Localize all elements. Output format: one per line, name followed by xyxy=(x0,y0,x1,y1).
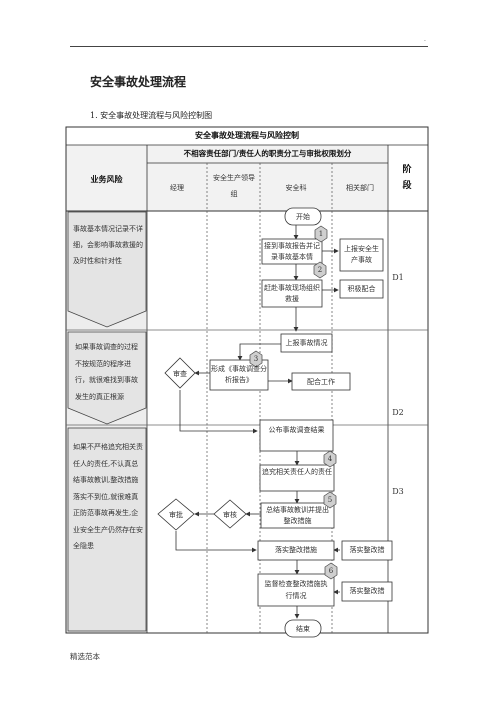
approve-decision xyxy=(157,498,195,531)
badge-number-1: 1 xyxy=(318,230,324,238)
stage-header: 阶段 xyxy=(402,165,412,191)
publish-results-label: 公布事故调查结果 xyxy=(268,426,325,434)
start-label: 开始 xyxy=(296,213,310,221)
column-safety-dept: 安全科 xyxy=(285,184,307,192)
risk-column-header: 业务风险 xyxy=(90,175,123,184)
column-manager: 经理 xyxy=(170,184,184,192)
stage-d2: D2 xyxy=(392,408,404,417)
stage-d3: D3 xyxy=(392,487,404,496)
implement-rect-2-label: 落实整改措 xyxy=(349,587,385,595)
pursue-label: 追究相关责任人的责任 xyxy=(262,468,332,476)
badge-number-2: 2 xyxy=(317,266,323,274)
page-footer: 精选范本 xyxy=(70,652,100,661)
risk-badge-5 xyxy=(323,491,337,509)
supervise-box xyxy=(257,573,335,607)
stage-d1: D1 xyxy=(392,273,404,282)
implement-rect-2 xyxy=(341,581,393,602)
report-accident-box xyxy=(280,333,333,353)
risk-chevron-1 xyxy=(67,211,147,328)
review-label: 审查 xyxy=(173,370,187,378)
risk-text-3: 如果不严格追究相关责任人的责任,不认真总结事故教训,整改措施落实不到位,就很难真… xyxy=(73,443,143,550)
rescue-box xyxy=(261,279,323,308)
badge-number-3: 3 xyxy=(253,355,259,363)
pursue-box xyxy=(259,464,335,492)
risk-chevron-2 xyxy=(67,331,147,425)
risk-text-1: 事故基本情况记录不详细，会影响事故救援的及时性和针对性 xyxy=(73,225,143,265)
coop-work-box xyxy=(291,372,351,391)
report-safety-box xyxy=(339,238,384,272)
summarize-box xyxy=(260,502,335,529)
badge-number-4: 4 xyxy=(327,455,333,463)
risk-badge-3 xyxy=(249,350,263,368)
end-label: 结束 xyxy=(296,625,310,633)
form-report-label: 形成《事故调查分析报告》 xyxy=(211,365,267,384)
badge-number-5: 5 xyxy=(327,496,333,504)
badge-number-6: 6 xyxy=(328,567,334,575)
rescue-label: 赶赴事故现场组织救援 xyxy=(264,284,320,303)
report-accident-label: 上报事故情况 xyxy=(285,339,328,347)
audit-decision xyxy=(213,499,247,529)
column-safety-leadership: 安全生产领导组 xyxy=(213,174,255,198)
risk-text-2: 如果事故调查的过程不按规范的程序进行，就很难找到事故发生的真正根源 xyxy=(75,343,138,401)
implement-rect-1 xyxy=(341,540,393,561)
cooperate-box xyxy=(339,279,384,299)
implement-label: 落实整改措施 xyxy=(275,546,317,554)
risk-badge-2 xyxy=(313,261,327,279)
risk-badge-1 xyxy=(314,225,328,243)
risk-badge-4 xyxy=(323,450,337,468)
implement-box xyxy=(257,540,335,561)
header-dot: . xyxy=(424,36,426,43)
summarize-label: 总结事故教训并提出整改措施 xyxy=(266,506,329,525)
end-node xyxy=(284,619,322,638)
approve-label: 审批 xyxy=(169,511,183,519)
header-rule xyxy=(70,46,428,47)
start-node xyxy=(284,207,322,226)
coop-work-label: 配合工作 xyxy=(307,378,335,386)
cooperate-label: 积极配合 xyxy=(347,285,376,293)
column-related-dept: 相关部门 xyxy=(346,184,374,192)
review-decision xyxy=(164,357,196,389)
risk-box-3 xyxy=(67,427,147,632)
implement-rect-1-label: 落实整改措 xyxy=(349,546,385,554)
dept-header: 不相容责任部门/责任人的职责分工与审批权限划分 xyxy=(183,149,352,158)
receive-report-label: 接到事故报告并记录事故基本情 xyxy=(264,242,320,261)
audit-label: 审核 xyxy=(223,511,237,519)
report-safety-label: 上报安全生产事故 xyxy=(344,245,379,264)
dept-header-bg xyxy=(66,145,388,211)
document-title: 安全事故处理流程 xyxy=(90,75,187,89)
receive-report-box xyxy=(261,238,323,265)
risk-badge-6 xyxy=(324,562,338,580)
publish-results-box xyxy=(259,419,334,452)
supervise-label: 监督检查整改措施执行情况 xyxy=(264,580,328,600)
table-frame xyxy=(65,126,429,634)
table-title: 安全事故处理流程与风险控制 xyxy=(195,131,299,140)
document-subtitle: 1. 安全事故处理流程与风险控制图 xyxy=(90,111,213,120)
